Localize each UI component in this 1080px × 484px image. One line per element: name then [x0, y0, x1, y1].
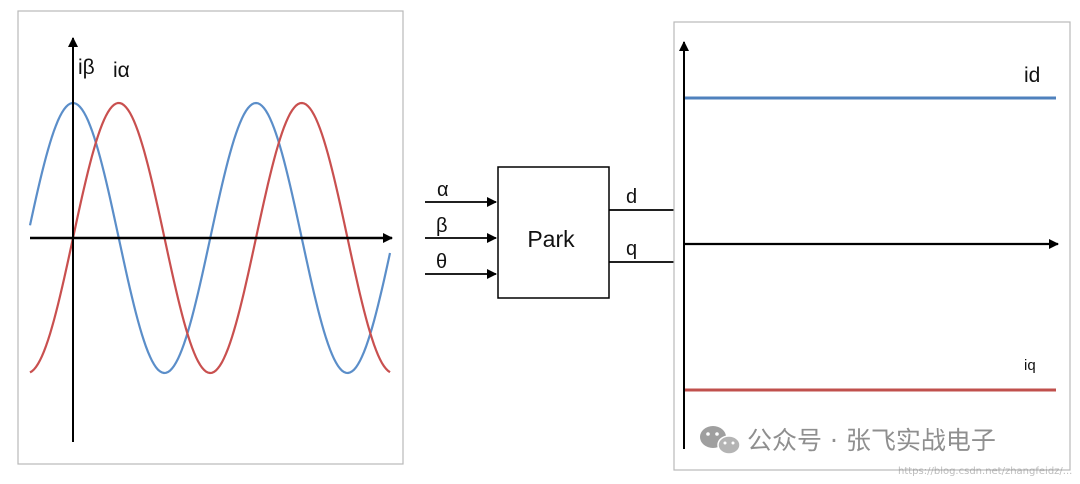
- ialpha-label: iα: [113, 59, 130, 82]
- ibeta-label: iβ: [78, 56, 95, 79]
- iq-label: iq: [1024, 357, 1036, 374]
- alpha-input-label: α: [437, 179, 449, 201]
- park-block-title: Park: [527, 226, 575, 252]
- id-label: id: [1024, 64, 1040, 87]
- d-output-label: d: [626, 186, 637, 208]
- beta-input-label: β: [436, 215, 448, 237]
- park-block: [497, 166, 610, 299]
- dq-panel: id iq: [673, 21, 1071, 471]
- watermark-text: 公众号 · 张飞实战电子: [747, 426, 996, 455]
- theta-input-label: θ: [436, 251, 447, 273]
- ialpha-waveform: [29, 101, 391, 375]
- wechat-logo-icon: [700, 426, 741, 455]
- dq-panel-frame: [673, 21, 1071, 471]
- watermark: 公众号 · 张飞实战电子 https://blog.csdn.net/zhang…: [700, 426, 1072, 477]
- alpha-beta-panel: iβ iα: [17, 10, 404, 465]
- park-block-group: α β θ Park d q: [425, 166, 684, 299]
- watermark-url: https://blog.csdn.net/zhangfeidz/...: [898, 466, 1072, 477]
- q-output-label: q: [626, 238, 637, 260]
